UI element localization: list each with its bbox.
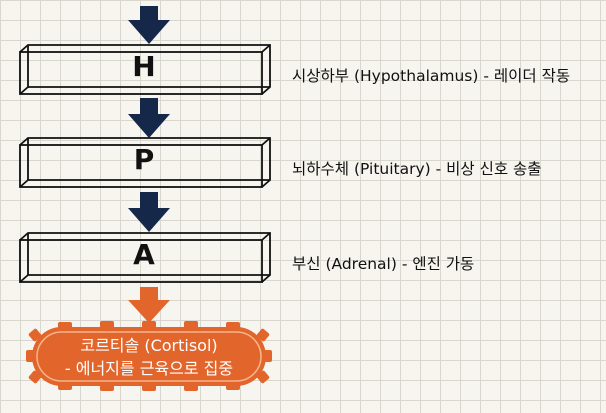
arrow-down-icon xyxy=(128,98,170,138)
stage-box-p xyxy=(19,137,271,188)
arrow-down-icon xyxy=(128,6,170,44)
result-subtitle: - 에너지를 근육으로 집중 xyxy=(64,359,234,378)
result-title: 코르티솔 (Cortisol) xyxy=(80,336,218,355)
stage-box-a xyxy=(19,232,271,283)
stage-letter-a: A xyxy=(133,237,155,271)
stage-box-h xyxy=(19,44,271,95)
stage-description-a: 부신 (Adrenal) - 엔진 가동 xyxy=(292,255,475,273)
result-arrow-icon xyxy=(128,287,170,323)
stage-letter-p: P xyxy=(133,142,155,176)
stage-letter-h: H xyxy=(132,49,156,83)
stage-description-h: 시상하부 (Hypothalamus) - 레이더 작동 xyxy=(292,67,571,85)
result-pill xyxy=(26,321,272,391)
stage-description-p: 뇌하수체 (Pituitary) - 비상 신호 송출 xyxy=(292,160,542,178)
arrow-down-icon xyxy=(128,192,170,232)
